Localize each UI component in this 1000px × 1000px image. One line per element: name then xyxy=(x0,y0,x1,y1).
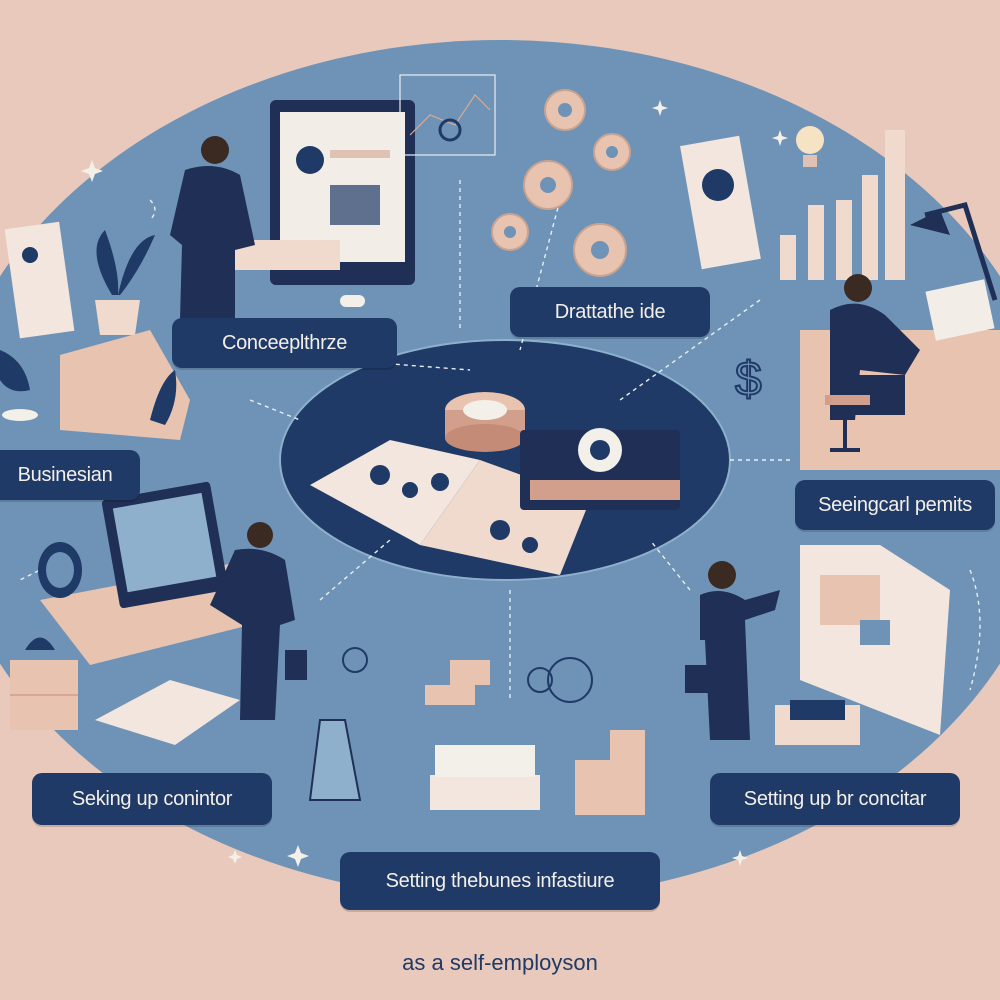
label-draft-idea: Drattathe ide xyxy=(510,287,710,337)
label-infrastructure: Setting thebunes infastiure xyxy=(340,852,660,910)
left-document-plant xyxy=(0,221,190,440)
desk-scene-right xyxy=(800,202,1000,470)
dollar-icon: $ xyxy=(735,353,762,406)
label-setting-up-left: Seking up conintor xyxy=(32,773,272,825)
footer-caption: as a self-employson xyxy=(402,950,598,975)
computer-scene-top xyxy=(170,100,415,320)
label-conceptualize: Conceeplthrze xyxy=(172,318,397,368)
label-business-plan: Businesian xyxy=(0,450,140,500)
sparkles xyxy=(81,100,788,867)
line-chart-sketch xyxy=(399,74,496,156)
permits-scene xyxy=(685,545,950,745)
label-setting-up-right: Setting up br concitar xyxy=(710,773,960,825)
label-permits: Seeingcarl pemits xyxy=(795,480,995,530)
infrastructure-objects xyxy=(308,647,645,815)
center-objects xyxy=(310,392,680,575)
computer-scene-bottom-left xyxy=(10,481,307,745)
document-and-bars xyxy=(680,126,905,280)
